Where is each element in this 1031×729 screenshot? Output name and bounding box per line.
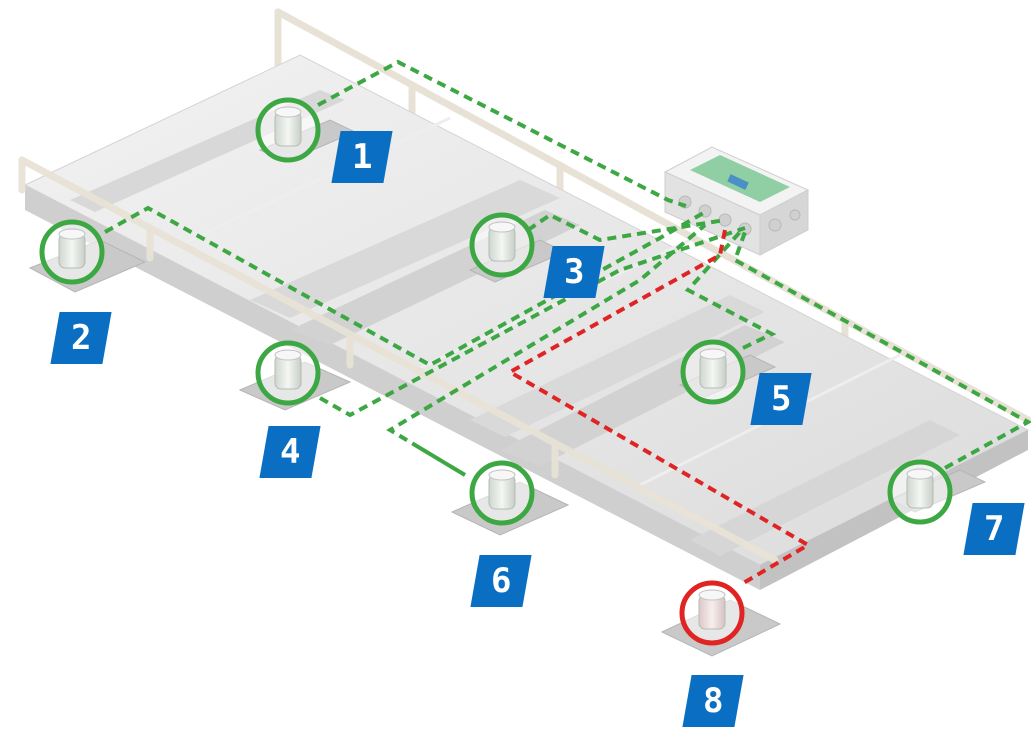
load-cell-number-badge: 6 [470, 555, 532, 607]
load-cell-number: 7 [983, 509, 1005, 549]
load-cell-ring [255, 97, 321, 163]
load-cell-number: 6 [490, 561, 512, 601]
cable-6 [386, 223, 707, 477]
load-cell-8 [679, 580, 745, 646]
load-cell-ring [887, 459, 953, 525]
load-cell-2 [39, 219, 105, 285]
load-cell-7 [887, 459, 953, 525]
cable-8 [505, 229, 812, 587]
load-cell-number: 2 [70, 318, 92, 358]
load-cell-3 [469, 212, 535, 278]
ok-cable-routes [104, 59, 1031, 477]
load-cell-6 [469, 460, 535, 526]
load-cell-number-badge: 7 [963, 503, 1025, 555]
load-cell-number-badge: 4 [259, 426, 321, 478]
junction-box [663, 146, 810, 256]
load-cell-number-badge: 8 [682, 675, 744, 727]
front-guard-rail [18, 156, 779, 564]
load-cell-4 [255, 340, 321, 406]
load-cell-5 [680, 339, 746, 405]
cable-7 [732, 231, 1031, 470]
load-cell-ring [469, 460, 535, 526]
cable-5 [684, 230, 777, 350]
load-cell-number: 5 [770, 379, 792, 419]
load-cell-ring [680, 339, 746, 405]
load-cell-ring [679, 580, 745, 646]
load-cell-1 [255, 97, 321, 163]
fault-cable-route [505, 229, 812, 587]
load-cell-number-badge: 3 [543, 246, 605, 298]
load-cell-ring [39, 219, 105, 285]
load-cell-number: 4 [279, 432, 301, 472]
cable-1 [317, 59, 687, 208]
load-cell-number-badge: 5 [750, 373, 812, 425]
load-cell-number: 1 [351, 137, 373, 177]
load-cell-number-badge: 2 [50, 312, 112, 364]
cable-4 [319, 226, 746, 418]
load-cell-number: 3 [563, 252, 585, 292]
load-cell-number-badge: 1 [331, 131, 393, 183]
load-cell-ring [469, 212, 535, 278]
load-cell-ring [255, 340, 321, 406]
load-cell-number: 8 [702, 681, 724, 721]
